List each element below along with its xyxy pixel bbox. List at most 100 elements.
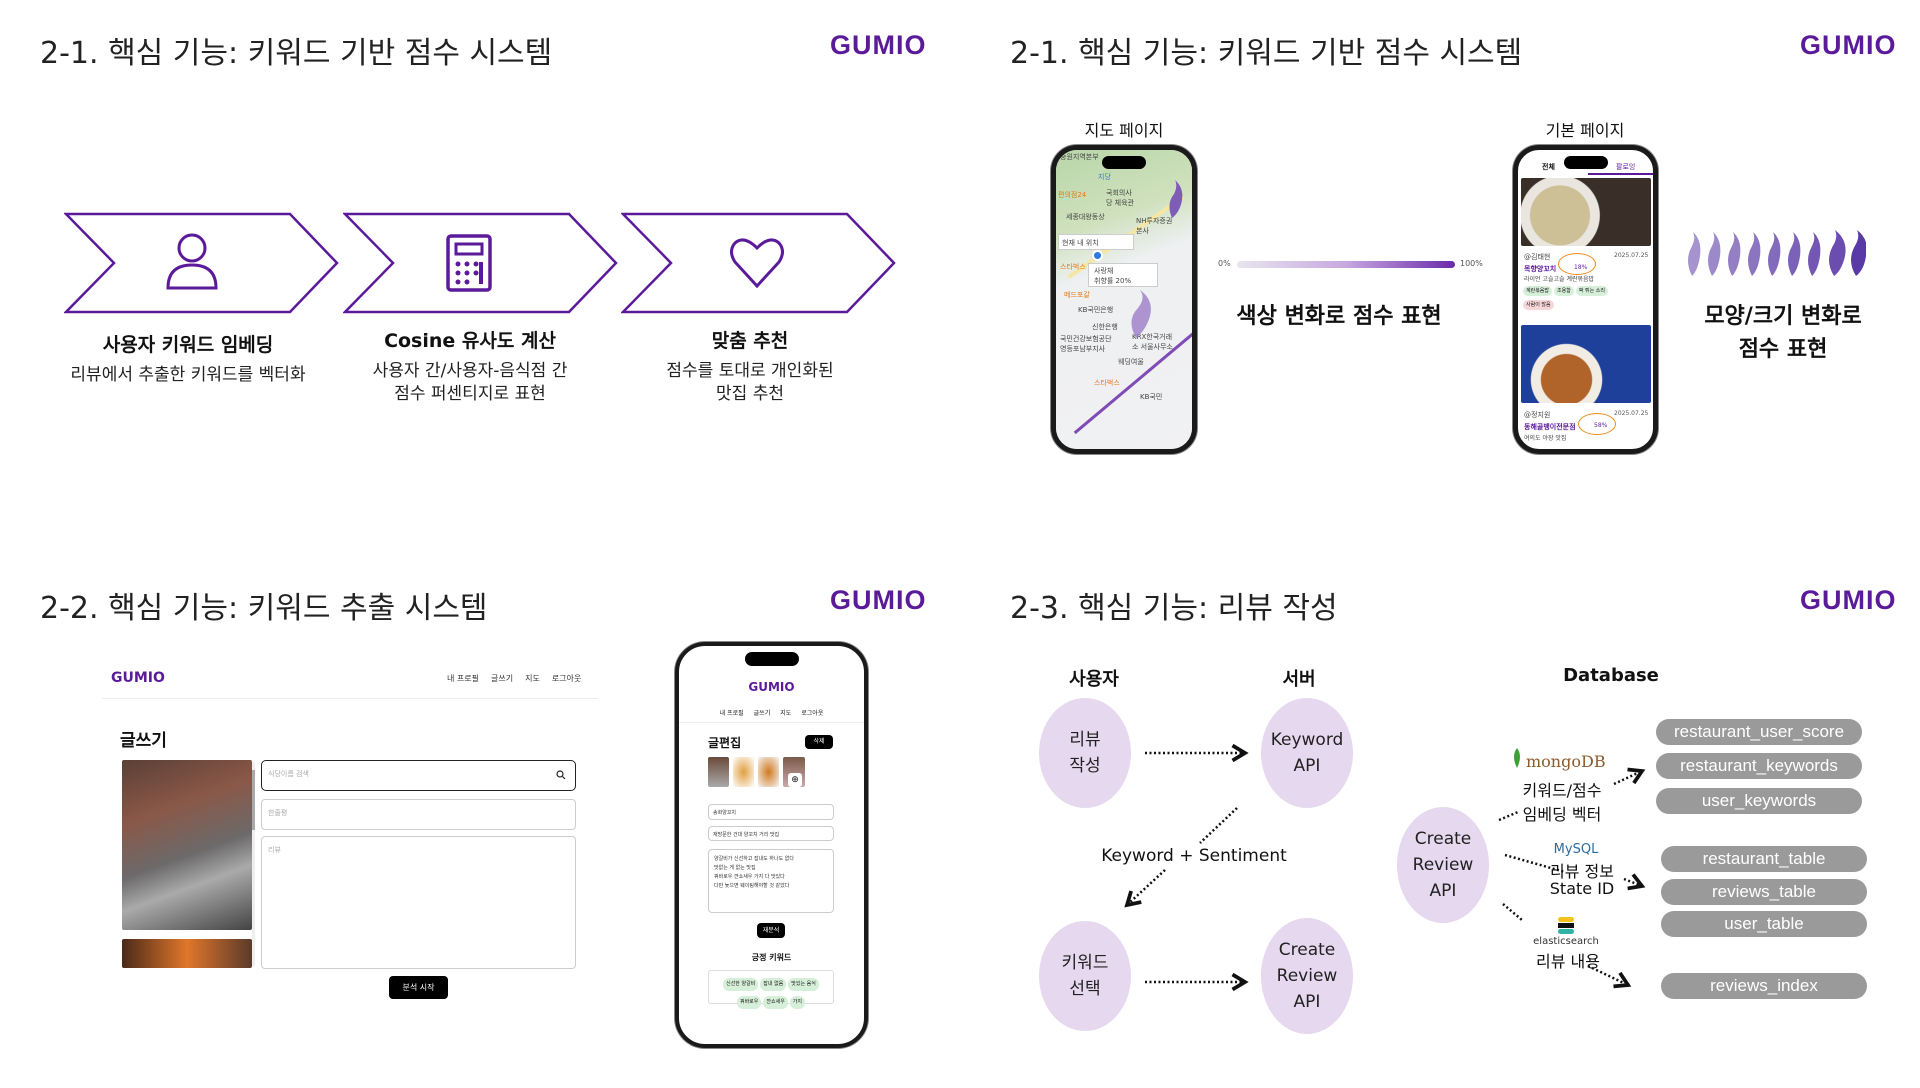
post-user[interactable]: @김태현 [1524, 253, 1551, 261]
node-text: 작성 [1069, 756, 1101, 776]
delete-button[interactable]: 삭제 [805, 735, 833, 749]
post-user[interactable]: @정지원 [1524, 411, 1551, 419]
reanalyze-button[interactable]: 재분석 [757, 923, 785, 938]
web-nav: 내 프로필 글쓰기 지도 로그아웃 [447, 673, 581, 684]
web-logo[interactable]: GUMIO [111, 670, 165, 686]
score-highlight-circle [1578, 413, 1616, 435]
one-line-review-input[interactable]: 재방문한 건대 양꼬치 거리 맛집 [708, 826, 834, 841]
score-gradient-bar [1237, 261, 1455, 268]
post-photo[interactable] [1521, 178, 1651, 246]
photo-thumb[interactable] [708, 757, 729, 787]
map-label: 국회의사당 체육관 [1106, 189, 1134, 207]
node-text: Keyword [1270, 730, 1344, 750]
step1-desc: 리뷰에서 추출한 키워드를 벡터화 [70, 365, 306, 385]
panel2-title: 2-1. 핵심 기능: 키워드 기반 점수 시스템 [1010, 36, 1523, 71]
elasticsearch-desc: 리뷰 내용 [1536, 952, 1600, 971]
nav-logout[interactable]: 로그아웃 [801, 710, 824, 717]
arrow [1587, 964, 1632, 989]
mobile-phone: GUMIO 내 프로필 글쓰기 지도 로그아웃 글편집 삭제 ⊕ 송화양꼬치 재방문한… [675, 642, 868, 1048]
keyword-tag: 계란볶음밥 [1523, 286, 1553, 296]
post-place[interactable]: 목향양꼬치 [1524, 265, 1557, 273]
shape-caption-2: 점수 표현 [1738, 337, 1828, 362]
step2-desc-1: 사용자 간/사용자-음식점 간 [372, 361, 568, 381]
color-caption: 색상 변화로 점수 표현 [1236, 304, 1442, 329]
heart-icon [730, 238, 784, 289]
photo-thumb[interactable] [733, 757, 754, 787]
nav-write[interactable]: 글쓰기 [753, 710, 771, 717]
review-textarea[interactable]: 리뷰 [261, 836, 576, 969]
map-label: 스타벅스 [1094, 379, 1120, 387]
restaurant-search-input[interactable]: 송화양꼬치 [708, 804, 834, 820]
map-label: 국민건강보험공단 영등포남부지사 [1060, 335, 1112, 353]
map-label: 스타벅스 [1060, 263, 1086, 271]
map-label: 웨딩여울 [1118, 358, 1144, 366]
mobile-page-heading: 글편집 [708, 736, 742, 750]
phone-notch [744, 652, 799, 666]
mongodb-logo: mongoDB [1526, 752, 1606, 771]
map-label: KB국민은행 [1078, 306, 1114, 314]
nav-map[interactable]: 지도 [780, 710, 792, 717]
arrow [1623, 873, 1646, 891]
brand-logo: GUMIO [830, 585, 927, 615]
map-label: KB국민 [1140, 393, 1163, 401]
mysql-desc-1: 리뷰 정보 [1550, 862, 1614, 881]
post-place[interactable]: 동해골뱅이전문점 [1524, 423, 1576, 431]
edge-label: Keyword + Sentiment [1101, 846, 1287, 866]
nav-my-profile[interactable]: 내 프로필 [447, 674, 479, 683]
keyword-tag: 신선한 양갈비 [723, 978, 759, 991]
map-label: KRX한국거래소 서울사무소 [1132, 333, 1173, 351]
photo-scrollbar[interactable] [252, 762, 255, 966]
db-table-user-table: user_table [1661, 911, 1867, 937]
restaurant-search-input[interactable]: 식당이름 검색 [261, 760, 576, 791]
scrollbar-thumb[interactable] [252, 770, 255, 830]
node-text: Review [1412, 855, 1474, 875]
map-view[interactable]: 중원지역본부 지당 국회의사당 체육관 세종대왕동상 NH투자증권 본사 편의점… [1056, 150, 1192, 449]
map-phone: 중원지역본부 지당 국회의사당 체육관 세종대왕동상 NH투자증권 본사 편의점… [1051, 145, 1197, 454]
step3-desc-2: 맛집 추천 [716, 384, 784, 404]
tab-following[interactable]: 팔로잉 [1616, 163, 1636, 171]
nav-write[interactable]: 글쓰기 [490, 674, 514, 683]
keyword-tag: 꿔바로우 [736, 996, 762, 1009]
chevron-step-1 [64, 212, 339, 314]
phone-notch [1102, 156, 1146, 169]
mobile-logo[interactable]: GUMIO [748, 680, 795, 694]
photo-thumb[interactable] [758, 757, 779, 787]
elasticsearch-logo: elasticsearch [1533, 936, 1599, 947]
search-icon[interactable] [556, 770, 566, 780]
uploaded-photo[interactable] [122, 939, 252, 968]
header-divider [102, 698, 598, 699]
nav-map[interactable]: 지도 [525, 674, 540, 683]
map-label: NH투자증권 본사 [1136, 217, 1173, 235]
nav-logout[interactable]: 로그아웃 [551, 674, 582, 683]
keyword-tag: 조용함 [1554, 286, 1574, 296]
nav-my-profile[interactable]: 내 프로필 [719, 710, 744, 717]
score-flame-icon [1131, 290, 1151, 338]
step2-desc-2: 점수 퍼센티지로 표현 [394, 384, 546, 404]
web-page-heading: 글쓰기 [120, 731, 167, 751]
uploaded-photo[interactable] [122, 760, 252, 930]
add-photo-icon[interactable]: ⊕ [788, 773, 802, 787]
one-line-review-input[interactable]: 한줄평 [261, 799, 576, 830]
header-database: Database [1563, 665, 1659, 686]
current-location-button[interactable]: 현재 내 위치 [1058, 234, 1134, 250]
review-line: 다만 늦으면 웨이팅해야할 것 같았다 [714, 883, 790, 889]
map-label: 편의점24 [1058, 191, 1087, 199]
review-line: 맛없는 게 없는 맛집 [714, 865, 756, 871]
step3-desc-1: 점수를 토대로 개인화된 [666, 361, 834, 381]
map-label: 지당 [1098, 173, 1111, 181]
tab-all[interactable]: 전체 [1542, 163, 1555, 171]
post-photo[interactable] [1521, 325, 1651, 403]
map-label: 신한은행 [1092, 323, 1118, 331]
analyze-button[interactable]: 분석 시작 [389, 976, 448, 999]
panel3-title: 2-2. 핵심 기능: 키워드 추출 시스템 [40, 591, 488, 626]
post-date: 2025.07.25 [1614, 252, 1649, 259]
shape-caption-1: 모양/크기 변화로 [1704, 304, 1862, 329]
arrow [1498, 810, 1519, 822]
